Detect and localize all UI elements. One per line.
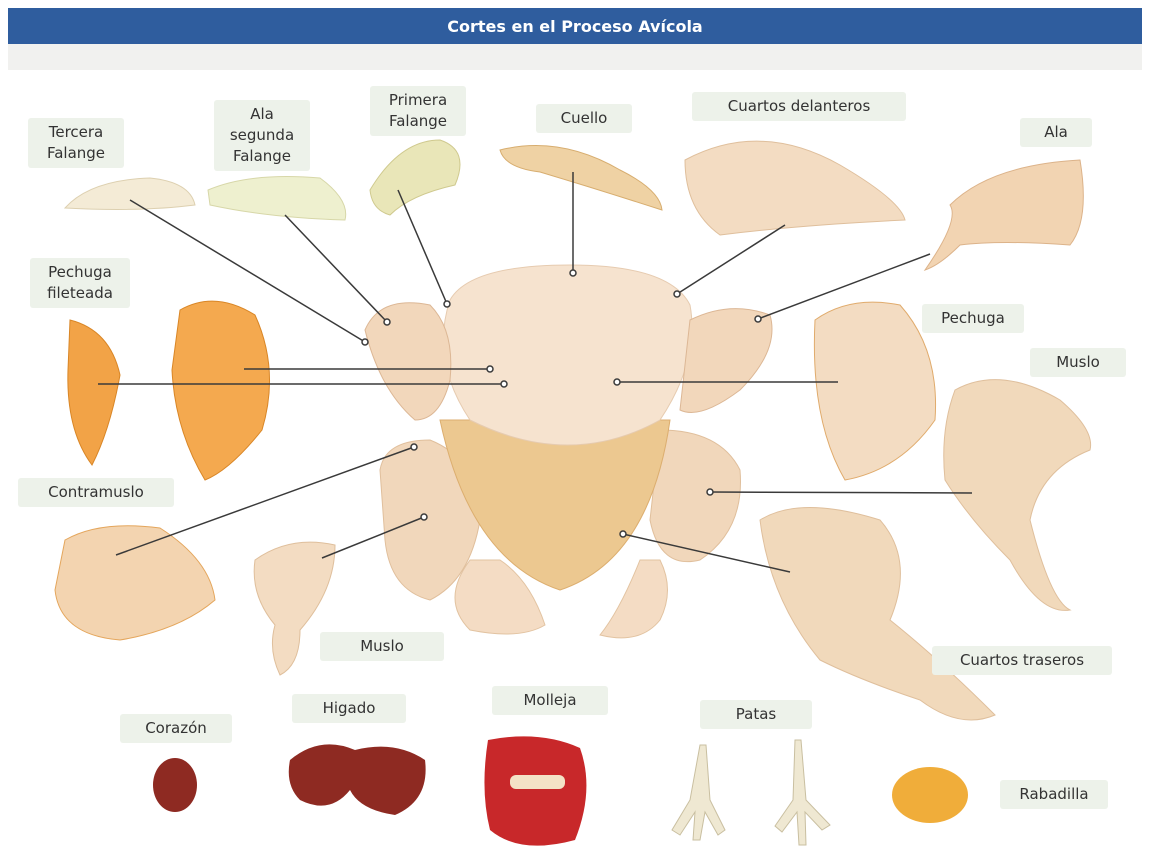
cuartos-delanteros-piece (685, 141, 905, 235)
label-higado: Higado (292, 694, 406, 723)
label-contramuslo: Contramuslo (18, 478, 174, 507)
pechuga-fileteada-piece-2 (172, 301, 270, 480)
corazon-organ (153, 758, 197, 812)
label-cuartos-traseros: Cuartos traseros (932, 646, 1112, 675)
label-ala: Ala (1020, 118, 1092, 147)
contramuslo-piece (55, 526, 215, 640)
label-cuello: Cuello (536, 104, 632, 133)
label-primera-falange: Primera Falange (370, 86, 466, 136)
pata-left (672, 745, 725, 840)
label-tercera-falange: Tercera Falange (28, 118, 124, 168)
pechuga-fileteada-piece-1 (68, 320, 120, 465)
label-ala-segunda-falange: Ala segunda Falange (214, 100, 310, 171)
primera-falange-piece (370, 140, 460, 215)
whole-chicken-illustration (365, 265, 772, 638)
label-patas: Patas (700, 700, 812, 729)
cuartos-traseros-piece (760, 508, 995, 721)
tercera-falange-piece (65, 178, 195, 209)
molleja-detail (510, 775, 565, 789)
label-molleja: Molleja (492, 686, 608, 715)
pechuga-piece (814, 302, 935, 480)
ala-segunda-falange-piece (208, 177, 346, 221)
molleja-organ (484, 736, 586, 845)
label-pechuga: Pechuga (922, 304, 1024, 333)
higado-organ (289, 744, 426, 815)
label-cuartos-delanteros: Cuartos delanteros (692, 92, 906, 121)
ala-piece (925, 160, 1083, 270)
label-pechuga-fileteada: Pechuga fileteada (30, 258, 130, 308)
muslo-right-piece (944, 380, 1091, 611)
label-rabadilla: Rabadilla (1000, 780, 1108, 809)
label-muslo-bottom: Muslo (320, 632, 444, 661)
pata-right (775, 740, 830, 845)
rabadilla-piece (892, 767, 968, 823)
cuello-piece (500, 146, 662, 211)
label-corazon: Corazón (120, 714, 232, 743)
label-muslo-right: Muslo (1030, 348, 1126, 377)
